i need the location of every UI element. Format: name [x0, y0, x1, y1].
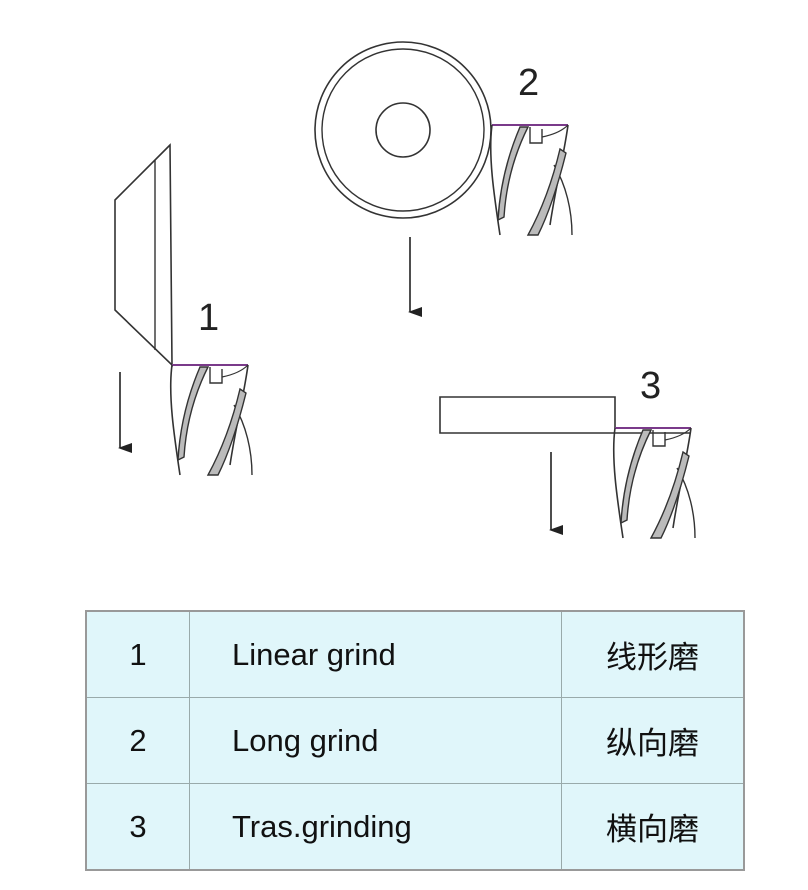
- table-row: 1 Linear grind 线形磨: [85, 610, 745, 698]
- method-name-en: Long grind: [189, 697, 562, 784]
- method-name-zh: 横向磨: [561, 783, 745, 871]
- row-number: 2: [85, 697, 190, 784]
- table-row: 3 Tras.grinding 横向磨: [85, 783, 745, 871]
- method-name-zh: 纵向磨: [561, 697, 745, 784]
- method-name-en: Linear grind: [189, 610, 562, 698]
- tras-grinding-figure: 3: [439, 365, 696, 539]
- grinding-wheel-cone: [114, 143, 173, 367]
- grinding-wheel-outer: [314, 41, 492, 219]
- figure-label-2: 2: [518, 62, 539, 104]
- end-mill-tool: [489, 124, 573, 236]
- grinding-wheel-flat: [439, 396, 690, 434]
- end-mill-tool: [612, 427, 696, 539]
- table-row: 2 Long grind 纵向磨: [85, 697, 745, 784]
- method-name-en: Tras.grinding: [189, 783, 562, 871]
- grinding-methods-table: 1 Linear grind 线形磨 2 Long grind 纵向磨 3 Tr…: [85, 610, 745, 871]
- figure-label-3: 3: [640, 365, 661, 407]
- row-number: 3: [85, 783, 190, 871]
- row-number: 1: [85, 610, 190, 698]
- grinding-wheel-hub: [375, 102, 431, 158]
- end-mill-tool: [169, 364, 253, 476]
- figure-label-1: 1: [198, 297, 219, 339]
- method-name-zh: 线形磨: [561, 610, 745, 698]
- long-grind-figure: 2: [314, 41, 573, 317]
- linear-grind-figure: 1: [114, 143, 253, 476]
- grinding-methods-diagram: 1 2 3: [114, 41, 696, 539]
